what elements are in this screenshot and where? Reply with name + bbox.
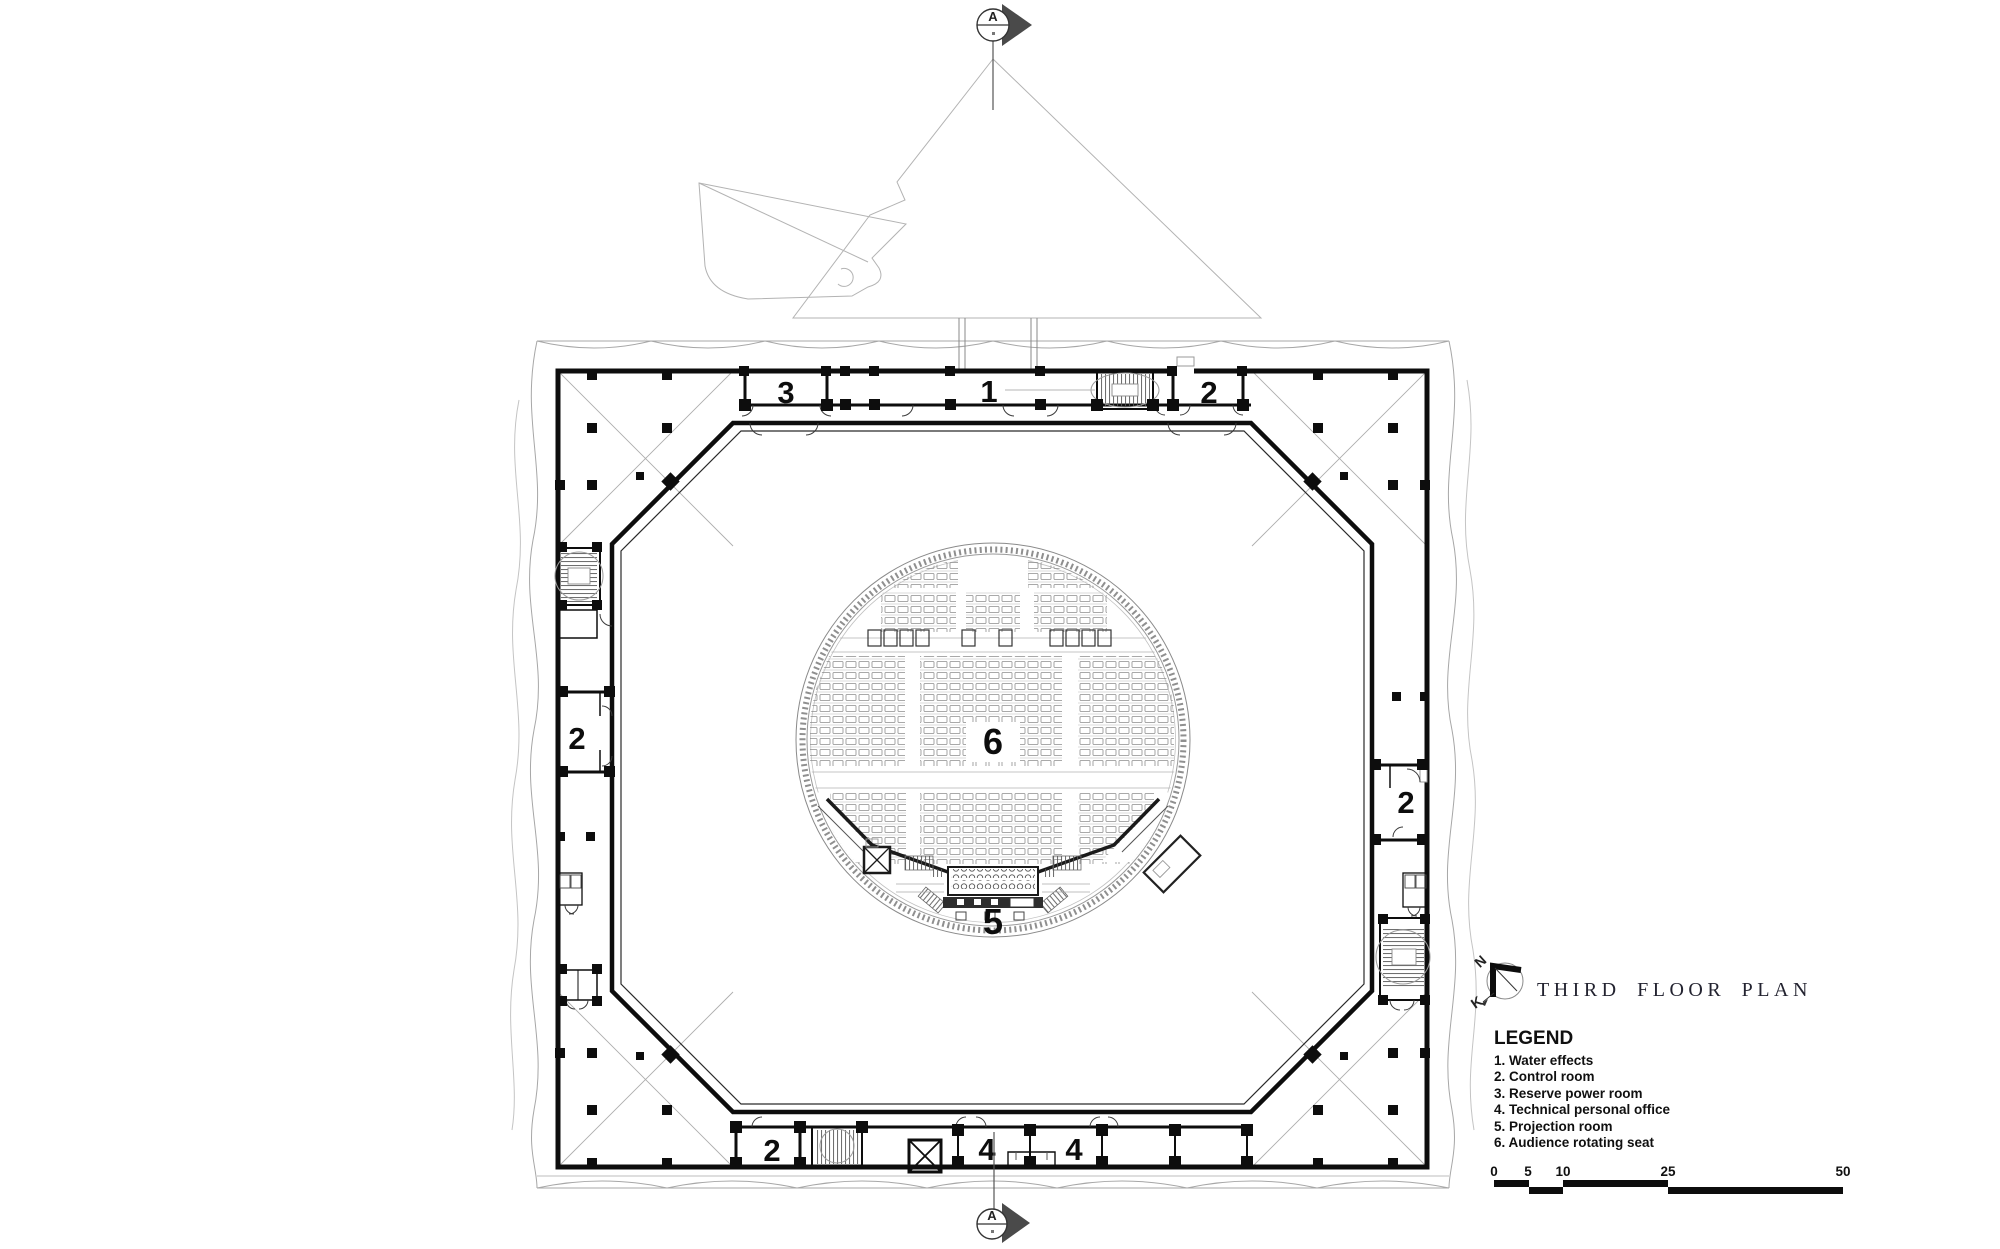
scale-label-25: 25 <box>1660 1164 1676 1179</box>
left-stair <box>554 551 604 602</box>
legend-item: 4. Technical personal office <box>1494 1102 1671 1118</box>
section-letter-bottom: A <box>987 1208 997 1223</box>
legend-item: 6. Audience rotating seat <box>1494 1135 1655 1151</box>
top-stair <box>1005 372 1160 408</box>
legend-list: 1. Water effects 2. Control room 3. Rese… <box>1494 1053 1670 1151</box>
legend-item: 3. Reserve power room <box>1494 1085 1643 1101</box>
scale-label-5: 5 <box>1524 1164 1532 1179</box>
compass-k-label: K <box>1468 993 1485 1012</box>
room-label-2-bottom: 2 <box>763 1133 780 1168</box>
room-label-2-right: 2 <box>1397 785 1414 820</box>
bottom-stair <box>815 1128 859 1164</box>
scale-label-50: 50 <box>1835 1164 1851 1179</box>
section-marker-top: A <box>976 4 1032 110</box>
room-label-2-top: 2 <box>1200 375 1217 410</box>
octagon-hall-wall <box>609 420 1375 1115</box>
corner-bracing-lines <box>557 370 1428 1168</box>
scale-segment <box>1529 1186 1563 1194</box>
scale-label-10: 10 <box>1555 1164 1571 1179</box>
outer-wall <box>555 368 1430 1170</box>
legend-item: 5. Projection room <box>1494 1118 1613 1134</box>
structural-columns <box>555 366 1430 1169</box>
room-label-1: 1 <box>980 374 997 409</box>
sheet-title: THIRD FLOOR PLAN <box>1537 979 1812 1001</box>
room-label-4a: 4 <box>978 1132 996 1167</box>
legend-heading: LEGEND <box>1494 1028 1574 1049</box>
auditorium-walkway-boxes <box>867 629 1112 647</box>
label-backing <box>966 722 1020 762</box>
room-label-3: 3 <box>777 375 794 410</box>
room-label-5: 5 <box>983 901 1003 942</box>
legend-item: 1. Water effects <box>1494 1053 1594 1068</box>
scale-bar: 0 5 10 25 50 <box>1490 1164 1854 1198</box>
entry-bridge <box>958 318 1038 371</box>
room-label-2-left: 2 <box>568 721 585 756</box>
scale-segment <box>1668 1186 1843 1194</box>
stage-area <box>817 797 1202 921</box>
scale-segment <box>1563 1180 1668 1187</box>
section-triangle-sketch <box>698 58 1263 319</box>
room-label-4b: 4 <box>1065 1132 1083 1167</box>
door-arcs <box>564 404 1421 1128</box>
section-marker-bottom: A <box>976 1132 1030 1243</box>
site-boundary <box>510 340 1477 1189</box>
room-labels: 3 1 2 2 2 2 4 4 6 5 <box>568 374 1414 1168</box>
right-stair <box>1375 927 1431 989</box>
scale-segment <box>1494 1180 1529 1187</box>
scale-label-0: 0 <box>1490 1164 1498 1179</box>
room-label-6: 6 <box>983 721 1003 762</box>
section-letter-top: A <box>988 9 998 24</box>
legend-item: 2. Control room <box>1494 1069 1595 1085</box>
auditorium-seating <box>809 556 1177 864</box>
